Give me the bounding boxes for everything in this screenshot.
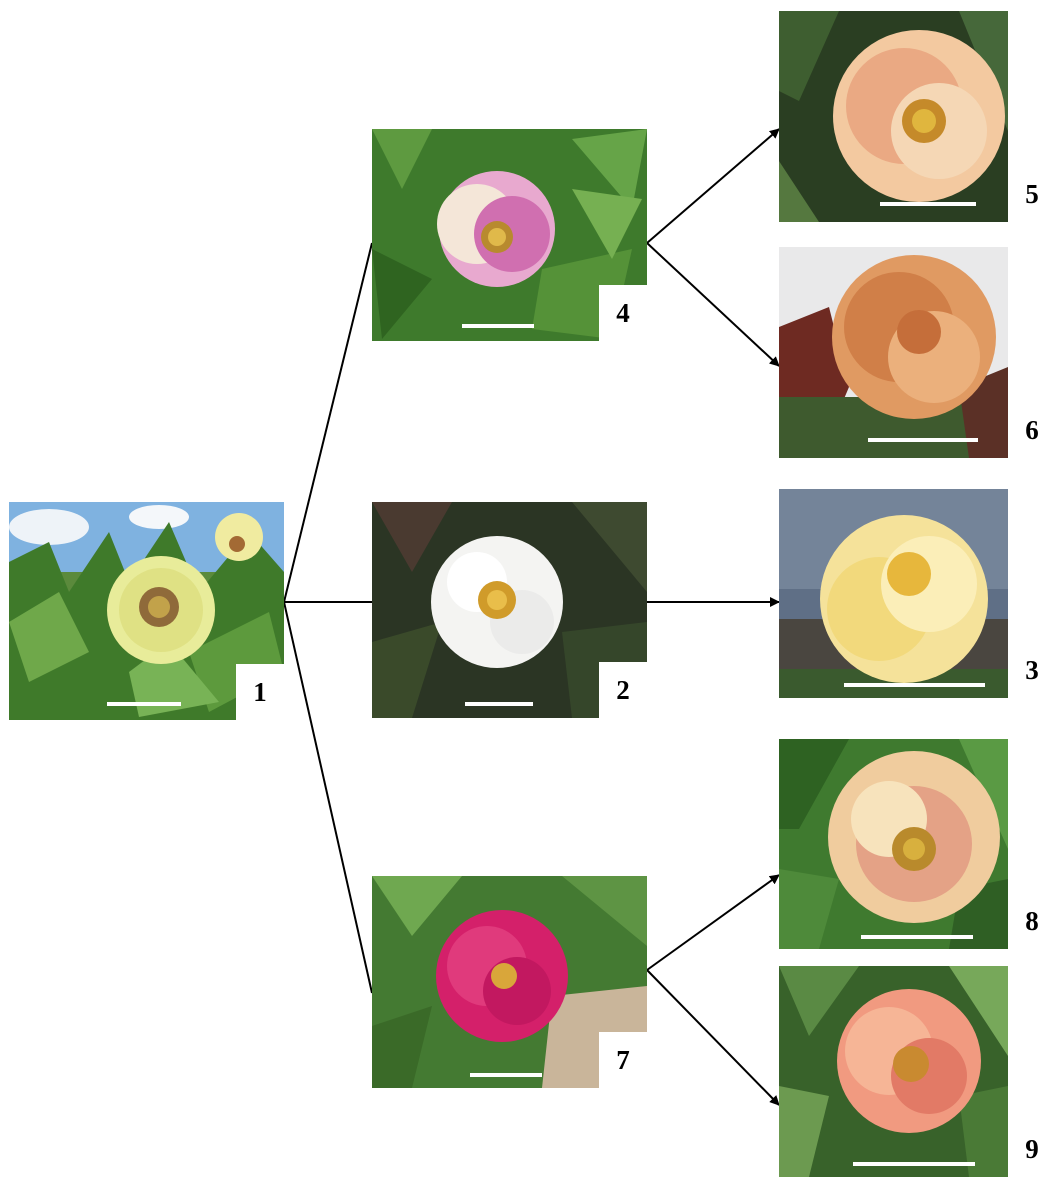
arrow-7-to-9 [647, 970, 779, 1105]
scale-bar [462, 324, 534, 328]
flower-photo-4: 4 [372, 129, 647, 341]
flower-photo-7: 7 [372, 876, 647, 1088]
photo-image [779, 11, 1008, 222]
arrow-4-to-6 [647, 243, 779, 366]
photo-image [779, 966, 1008, 1177]
panel-number-label: 5 [1008, 166, 1047, 222]
flower-photo-1: 1 [9, 502, 284, 720]
flower-photo-9: 9 [779, 966, 1008, 1177]
scale-bar [465, 702, 533, 706]
arrow-7-to-8 [647, 875, 779, 970]
scale-bar [868, 438, 978, 442]
photo-image [779, 247, 1008, 458]
scale-bar [853, 1162, 975, 1166]
panel-number-label: 6 [1008, 402, 1047, 458]
panel-number-label: 3 [1008, 642, 1047, 698]
connector-1-to-4 [284, 243, 372, 602]
flower-photo-8: 8 [779, 739, 1008, 949]
scale-bar [844, 683, 985, 687]
scale-bar [861, 935, 973, 939]
arrow-4-to-5 [647, 129, 779, 243]
panel-number-label: 4 [599, 285, 647, 341]
flower-photo-3: 3 [779, 489, 1008, 698]
scale-bar [470, 1073, 542, 1077]
connector-1-to-7 [284, 602, 372, 993]
photo-image [779, 489, 1008, 698]
panel-number-label: 1 [236, 664, 284, 720]
photo-image [779, 739, 1008, 949]
flower-photo-6: 6 [779, 247, 1008, 458]
panel-number-label: 9 [1008, 1121, 1047, 1177]
panel-number-label: 8 [1008, 893, 1047, 949]
scale-bar [880, 202, 976, 206]
flower-photo-5: 5 [779, 11, 1008, 222]
panel-number-label: 7 [599, 1032, 647, 1088]
panel-number-label: 2 [599, 662, 647, 718]
flower-photo-2: 2 [372, 502, 647, 718]
scale-bar [107, 702, 181, 706]
